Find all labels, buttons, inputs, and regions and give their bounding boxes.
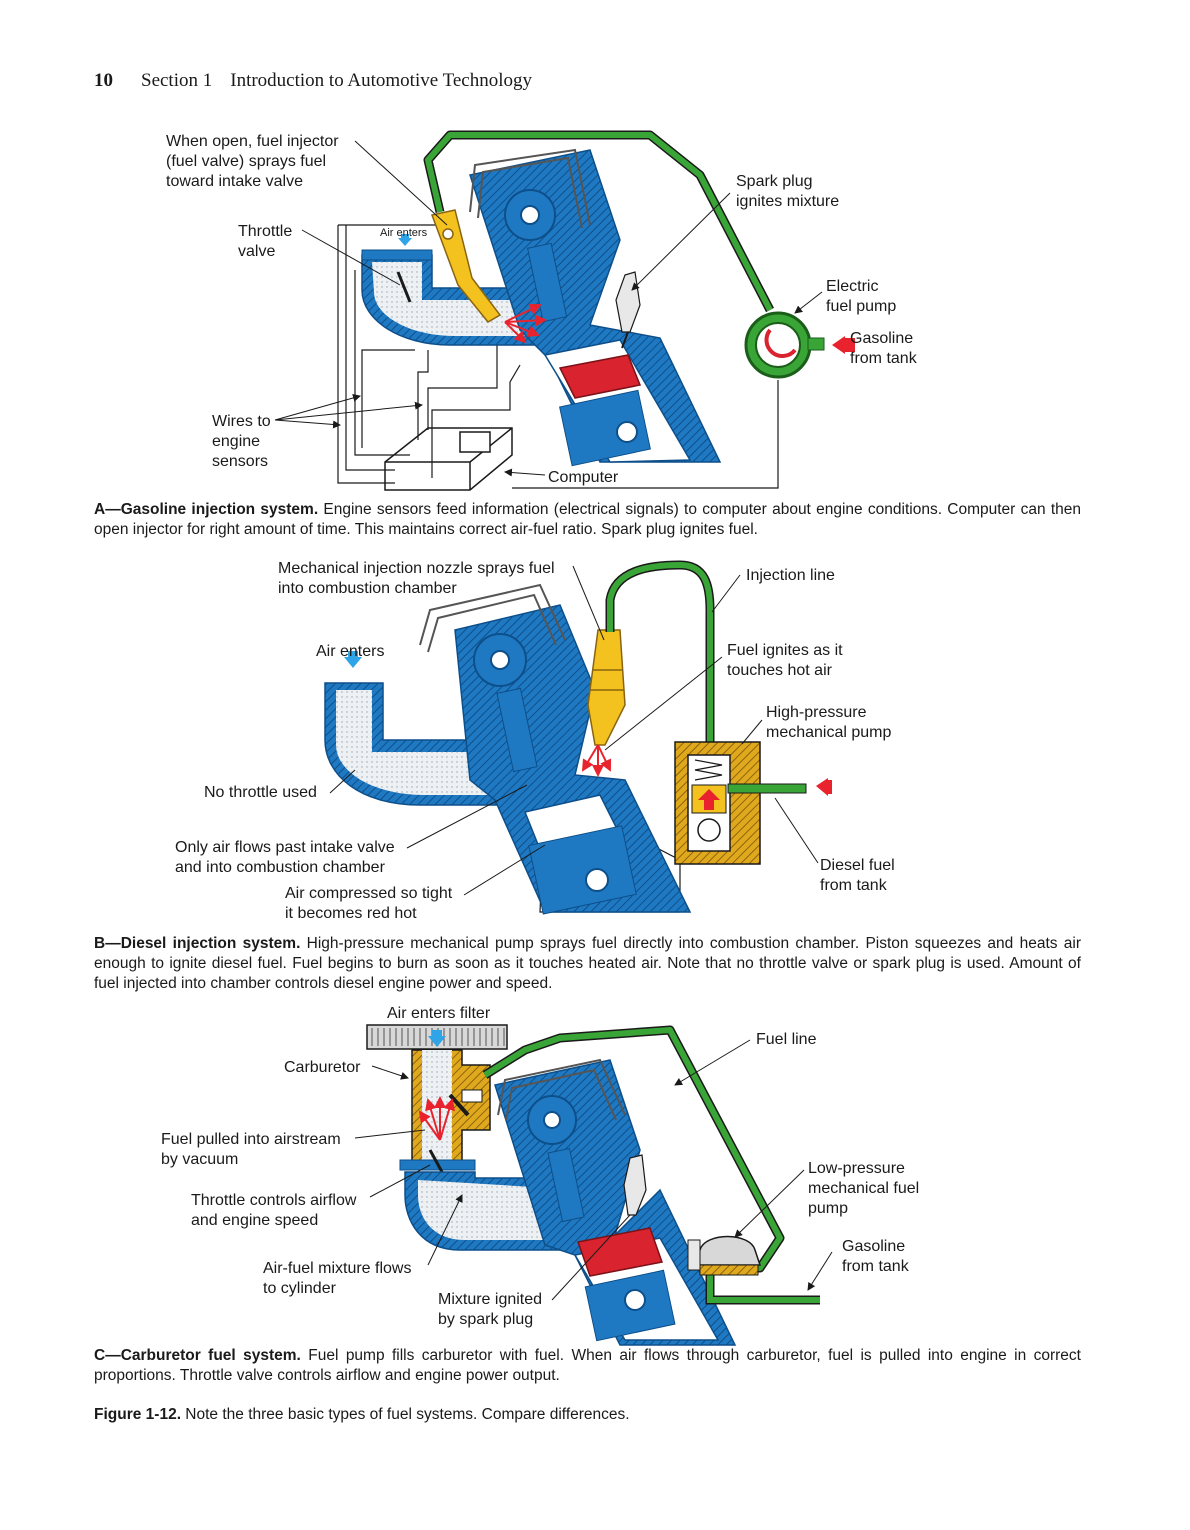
figure-caption-text: Note the three basic types of fuel syste… xyxy=(181,1406,630,1423)
label-fuel-pulled: Fuel pulled into airstream by vacuum xyxy=(161,1131,345,1168)
carburetor xyxy=(399,1049,491,1173)
caption-c: C—Carburetor fuel system. Fuel pump fill… xyxy=(94,1346,1081,1386)
diagram-c-carburetor: Air enters filter Fuel line Carburetor F… xyxy=(161,1005,924,1346)
fuel-spray-a xyxy=(504,303,547,344)
caption-c-text: Fuel pump fills carburetor with fuel. Wh… xyxy=(94,1347,1081,1384)
caption-a-title: A—Gasoline injection system. xyxy=(94,501,319,518)
computer-box xyxy=(384,427,513,491)
label-air-enters-a: Air enters xyxy=(380,227,428,239)
page-number: 10 xyxy=(94,70,113,91)
label-only-air: Only air flows past intake valve and int… xyxy=(175,839,399,876)
label-spark-plug: Spark plug ignites mixture xyxy=(736,173,839,210)
label-compressed: Air compressed so tight it becomes red h… xyxy=(285,885,457,922)
section-label: Section 1 xyxy=(141,70,213,91)
diagram-b-diesel-injection: Mechanical injection nozzle sprays fuel … xyxy=(175,560,899,922)
label-computer: Computer xyxy=(548,469,619,486)
fuel-spray-b xyxy=(581,744,612,777)
diesel-inlet-arrow xyxy=(816,778,828,796)
high-pressure-pump xyxy=(674,741,807,865)
caption-c-title: C—Carburetor fuel system. xyxy=(94,1347,301,1364)
label-nozzle: Mechanical injection nozzle sprays fuel … xyxy=(278,560,559,597)
caption-a-text: Engine sensors feed information (electri… xyxy=(94,501,1082,538)
engine-block-a xyxy=(469,148,722,467)
label-lp-pump: Low-pressure mechanical fuel pump xyxy=(808,1160,924,1217)
label-injection-line: Injection line xyxy=(746,567,835,584)
figure-caption: Figure 1-12. Note the three basic types … xyxy=(94,1406,630,1424)
label-injector: When open, fuel injector (fuel valve) sp… xyxy=(166,133,343,190)
chapter-title: Introduction to Automotive Technology xyxy=(230,70,533,91)
figure-caption-title: Figure 1-12. xyxy=(94,1406,181,1423)
fuel-injector xyxy=(430,209,502,323)
caption-b-title: B—Diesel injection system. xyxy=(94,935,301,952)
gasoline-inlet-arrow-a xyxy=(832,336,845,354)
air-arrow-b xyxy=(344,657,362,668)
air-arrow-c xyxy=(428,1036,446,1047)
low-pressure-pump xyxy=(687,1235,762,1276)
label-mixture-ignited: Mixture ignited by spark plug xyxy=(438,1291,547,1328)
label-hp-pump: High-pressure mechanical pump xyxy=(766,704,892,741)
air-arrow-a xyxy=(398,238,412,246)
label-fuel-line: Fuel line xyxy=(756,1031,817,1048)
caption-b-text: High-pressure mechanical pump sprays fue… xyxy=(94,935,1081,992)
engine-block-b xyxy=(419,583,692,915)
label-air-enters-b: Air enters xyxy=(316,643,384,660)
label-wires: Wires to engine sensors xyxy=(212,413,275,470)
label-throttle-valve: Throttle valve xyxy=(238,223,297,260)
diagram-a-gasoline-injection: When open, fuel injector (fuel valve) sp… xyxy=(166,130,918,491)
label-no-throttle: No throttle used xyxy=(204,784,317,801)
injection-line xyxy=(605,560,715,760)
injection-nozzle xyxy=(587,629,626,746)
engine-block-c xyxy=(494,1058,737,1346)
electric-fuel-pump xyxy=(744,311,825,379)
label-carburetor: Carburetor xyxy=(284,1059,361,1076)
label-gasoline-a: Gasoline from tank xyxy=(850,330,918,367)
label-air-filter: Air enters filter xyxy=(387,1005,491,1022)
caption-a: A—Gasoline injection system. Engine sens… xyxy=(94,500,1081,540)
label-mixture-flows: Air-fuel mixture flows to cylinder xyxy=(263,1260,416,1297)
page-header: 10 Section 1 Introduction to Automotive Te… xyxy=(94,70,532,92)
label-diesel-fuel: Diesel fuel from tank xyxy=(820,857,899,894)
fuel-spray-c xyxy=(418,1096,455,1141)
label-fuel-ignites: Fuel ignites as it touches hot air xyxy=(727,642,847,679)
label-electric-pump: Electric fuel pump xyxy=(826,278,896,315)
label-throttle-controls: Throttle controls airflow and engine spe… xyxy=(191,1192,361,1229)
label-gasoline-c: Gasoline from tank xyxy=(842,1238,910,1275)
caption-b: B—Diesel injection system. High-pressure… xyxy=(94,934,1081,994)
